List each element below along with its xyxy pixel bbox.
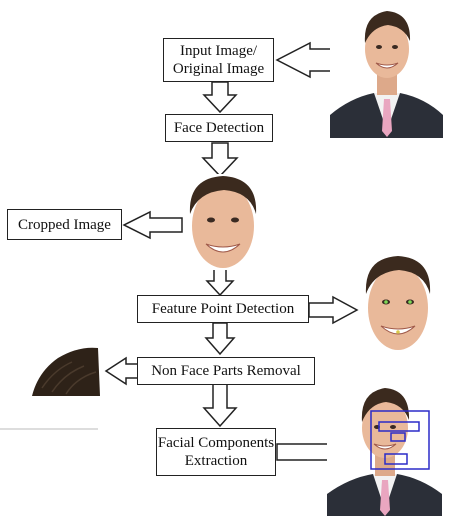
cropped-image-label: Cropped Image xyxy=(18,216,111,233)
arrow-input-to-detect xyxy=(202,81,238,114)
arrow-nonface-to-facial xyxy=(202,383,238,428)
cropped-face-photo xyxy=(184,174,262,270)
feature-point-detection-box: Feature Point Detection xyxy=(137,295,309,323)
input-image-label-line2: Original Image xyxy=(172,61,265,77)
arrow-crop-to-cropped-box xyxy=(122,210,183,240)
input-image-box: Input Image/ Original Image xyxy=(163,38,274,82)
input-image-label-line1: Input Image/ xyxy=(179,43,258,59)
nose-rectangle xyxy=(390,432,406,442)
arrow-crop-to-feature xyxy=(205,268,235,297)
arrow-feature-to-landmarks xyxy=(308,295,359,325)
face-detection-box: Face Detection xyxy=(165,114,273,142)
eyes-rectangle xyxy=(378,421,420,432)
hair-fragment-photo xyxy=(32,347,100,396)
face-detection-rectangle xyxy=(370,410,430,470)
facial-components-label-line1: Facial Components xyxy=(157,435,275,451)
arrow-detect-to-crop xyxy=(201,142,239,178)
arrow-feature-to-nonface xyxy=(204,322,236,356)
facial-components-label-line2: Extraction xyxy=(184,453,248,469)
facial-components-photo xyxy=(327,380,442,516)
facial-components-extraction-box: Facial Components Extraction xyxy=(156,428,276,476)
face-detection-label: Face Detection xyxy=(173,120,265,136)
cropped-image-box: Cropped Image xyxy=(7,209,122,240)
non-face-parts-removal-label: Non Face Parts Removal xyxy=(151,363,301,379)
original-image-photo xyxy=(330,3,443,138)
feature-points-photo xyxy=(360,254,436,352)
arrow-nonface-to-hair xyxy=(104,356,139,386)
non-face-parts-removal-box: Non Face Parts Removal xyxy=(137,357,315,385)
mouth-rectangle xyxy=(384,453,408,465)
feature-point-detection-label: Feature Point Detection xyxy=(151,301,295,317)
